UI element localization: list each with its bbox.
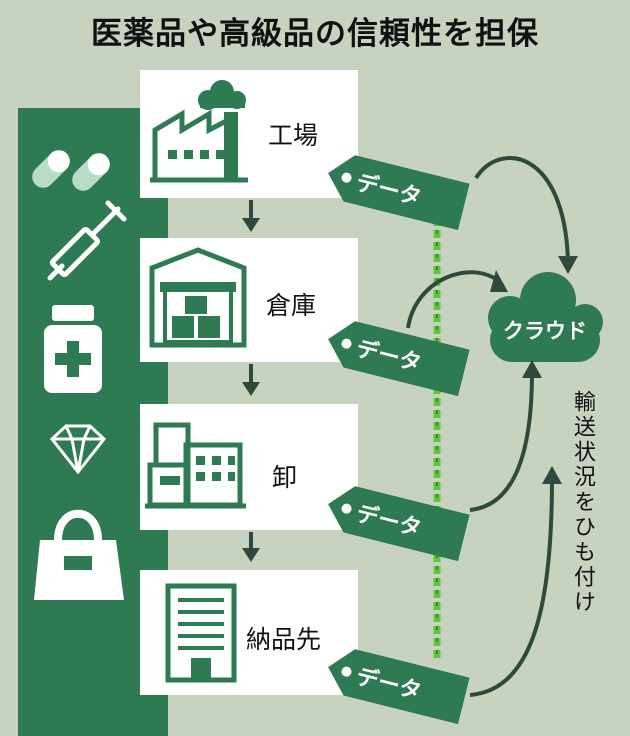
cloud-icon: [488, 272, 603, 362]
upload-arrow-destination: [469, 466, 562, 697]
syringe-icon: [47, 200, 127, 281]
medicine-bottle-icon: [44, 305, 102, 393]
side-note: 輸送状況をひも付け: [570, 390, 595, 615]
upload-arrow-factory: [474, 156, 578, 274]
wholesaler-building-icon: [145, 422, 246, 509]
office-building-icon: [165, 583, 237, 683]
stage-label-wholesaler: 卸: [272, 463, 298, 492]
stage-panel-factory: [140, 70, 358, 198]
stage-label-factory: 工場: [268, 121, 319, 150]
stage-label-warehouse: 倉庫: [266, 291, 317, 320]
handbag-icon: [34, 509, 124, 600]
flow-arrow-3: [242, 532, 260, 562]
upload-arrow-warehouse: [406, 270, 508, 329]
upload-arrow-wholesaler: [469, 360, 542, 512]
warehouse-icon: [149, 247, 247, 348]
flow-arrow-1: [242, 200, 260, 232]
factory-icon: [150, 80, 248, 183]
cloud-label: クラウド: [503, 319, 587, 343]
stage-label-destination: 納品先: [246, 625, 322, 654]
flow-arrow-2: [242, 364, 260, 396]
capsule-icon: [32, 150, 110, 191]
diagram-title: 医薬品や高級品の信頼性を担保: [91, 16, 539, 52]
stage-panel-destination: [140, 570, 358, 695]
diamond-icon: [49, 424, 107, 475]
